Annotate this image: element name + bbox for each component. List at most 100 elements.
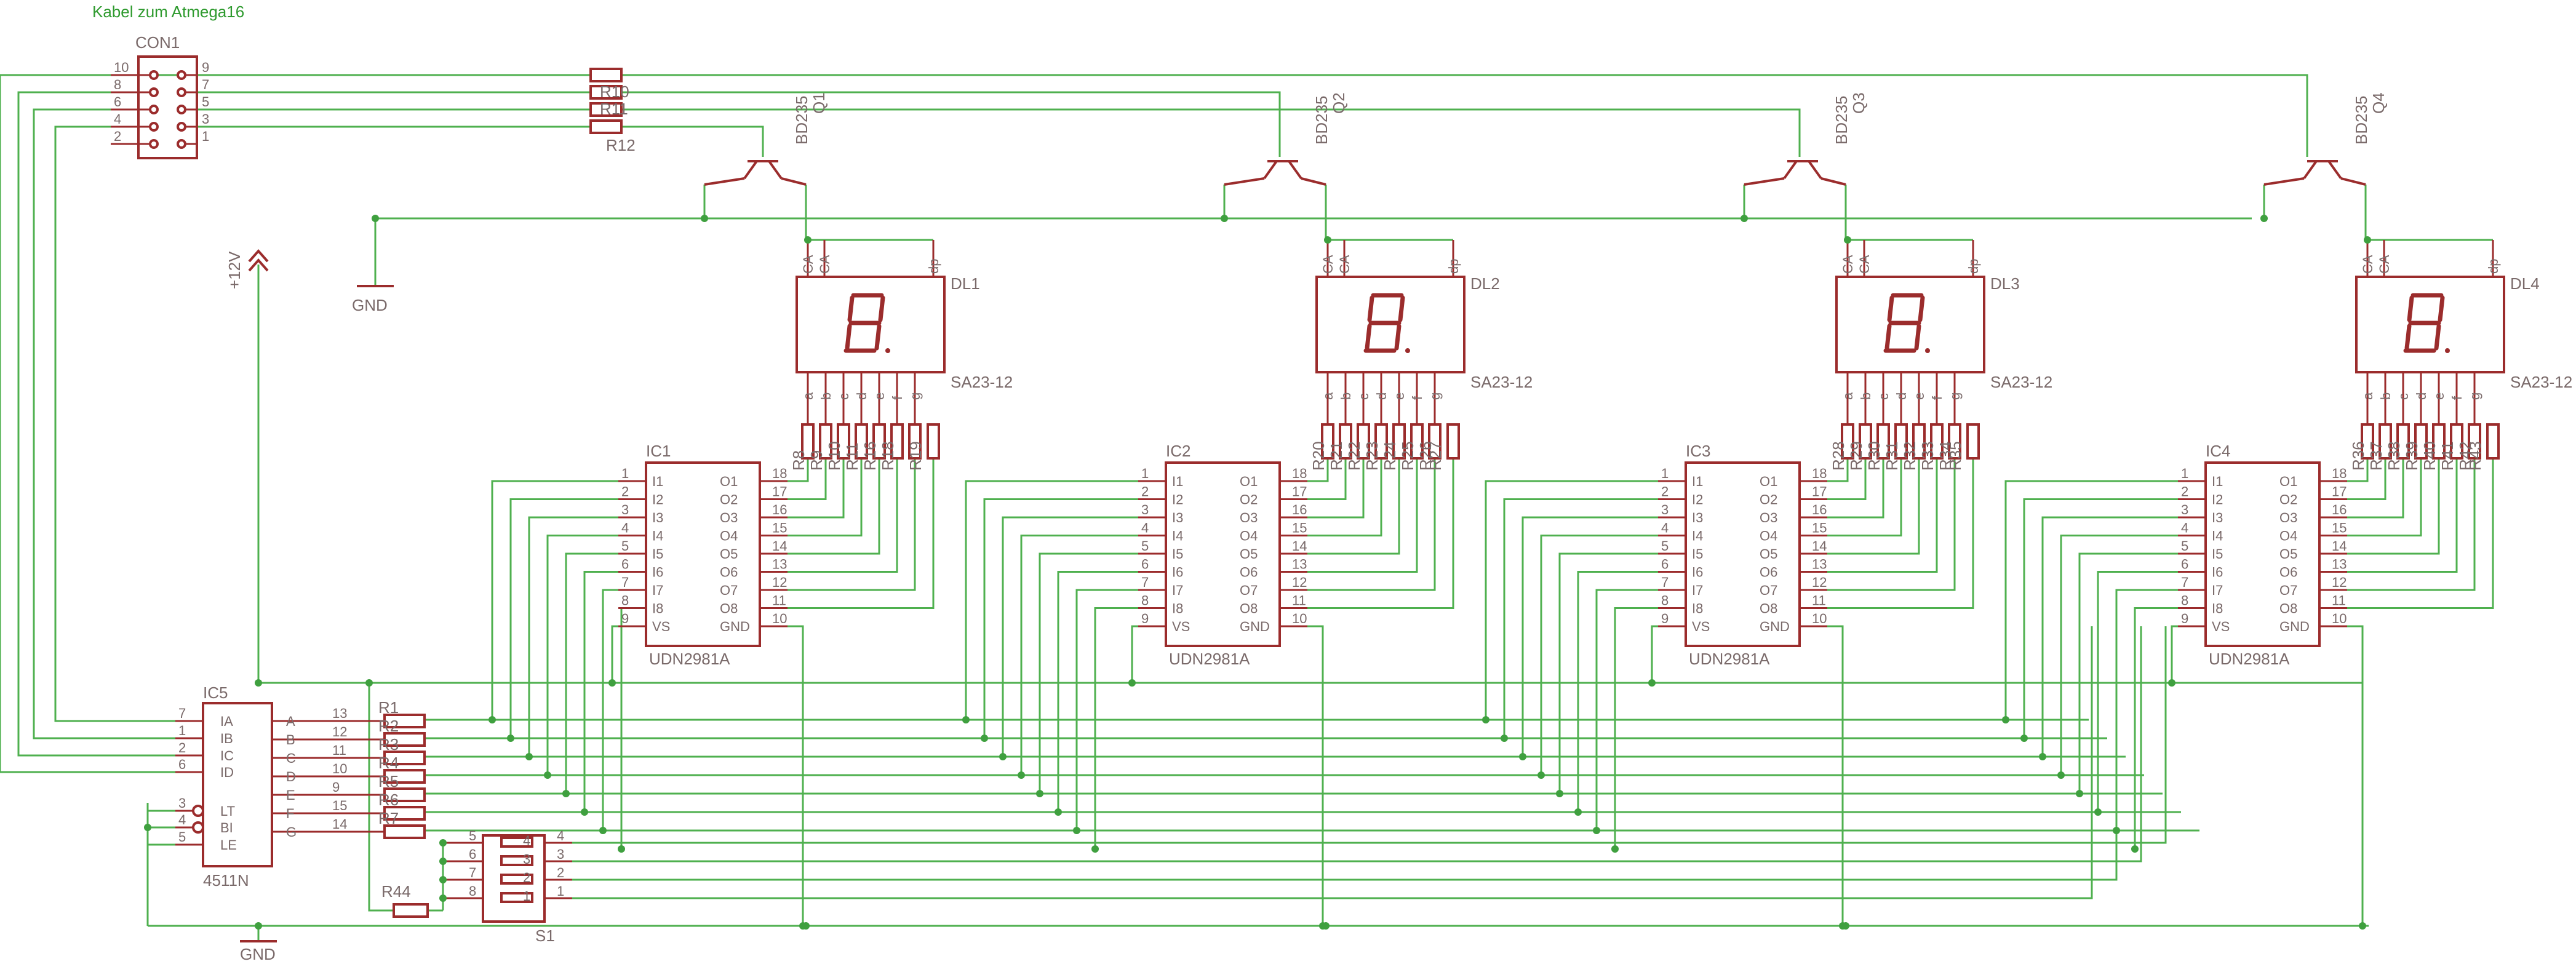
driver-out-name: O3: [720, 510, 738, 525]
driver-in-name: I4: [652, 528, 663, 544]
display-bottom-pin-name: e: [1912, 392, 1927, 400]
driver-out-name: O4: [1240, 528, 1258, 544]
junction-dot: [1055, 808, 1062, 816]
decoder-resistor-label: R6: [378, 791, 399, 809]
segment-resistor-label: R37: [2367, 441, 2385, 471]
wire: [2347, 458, 2458, 573]
driver-in-num: 7: [2181, 575, 2188, 590]
driver-in-num: 6: [1141, 557, 1149, 572]
driver-out-num: 18: [2332, 466, 2347, 481]
driver-in-num: 4: [1141, 520, 1149, 536]
decoder-out-num: 13: [332, 706, 347, 721]
segment-resistor-label: R22: [1345, 441, 1363, 471]
display-ref-label: DL2: [1470, 274, 1500, 293]
wire: [1827, 458, 1920, 555]
decoder-resistor-label: R2: [378, 717, 399, 735]
junction-dot: [962, 716, 970, 723]
driver-in-num: 3: [1661, 502, 1669, 517]
driver-out-num: 18: [772, 466, 787, 481]
driver-out-name: GND: [1760, 619, 1790, 634]
wire: [1827, 625, 1844, 926]
dp-resistor: [1446, 423, 1460, 460]
decoder-out-name: B: [286, 732, 295, 747]
wire: [509, 498, 618, 738]
segment-dp: [1925, 348, 1930, 353]
con1-pin-num-right: 3: [202, 111, 209, 127]
con1-pin-left: [149, 105, 159, 114]
driver-in-name: I5: [652, 546, 663, 562]
driver-in-name: I6: [652, 565, 663, 580]
switch-pin-right: 4: [557, 828, 564, 843]
segment-resistor-label: R40: [2420, 441, 2439, 471]
decoder-in-num: 5: [178, 829, 186, 845]
decoder-in-name: IB: [220, 731, 233, 746]
driver-out-num: 17: [772, 484, 787, 500]
wire: [2347, 458, 2422, 536]
display-part-label: SA23-12: [2510, 373, 2572, 391]
driver-in-name: I4: [2212, 528, 2223, 544]
switch-pin-right: 3: [557, 846, 564, 862]
wire: [1057, 571, 1138, 812]
junction-dot: [1501, 735, 1508, 742]
segment-resistor: [1392, 423, 1406, 460]
wire: [1827, 458, 1884, 519]
wire: [611, 625, 618, 683]
driver-out-num: 17: [1812, 484, 1827, 500]
driver-in-num: 8: [621, 593, 629, 608]
driver-in-num: 5: [1141, 538, 1149, 554]
switch-pin-left: 8: [469, 883, 476, 899]
segment-resistor-label: R35: [1946, 441, 1964, 471]
segment-resistor-label: R16: [861, 441, 879, 471]
segment-resistor: [908, 423, 922, 460]
wire: [788, 458, 898, 573]
driver-out-num: 16: [2332, 502, 2347, 517]
wire: [1307, 458, 1382, 536]
display-bottom-pin-name: d: [1374, 392, 1389, 400]
junction-dot: [1324, 236, 1331, 244]
display-top-pin-name: CA: [817, 255, 832, 274]
junction-dot: [1322, 922, 1330, 930]
driver-out-num: 11: [1812, 593, 1826, 608]
driver-in-num: 1: [621, 466, 629, 481]
dp-resistor: [2486, 423, 2500, 460]
junction-dot: [1537, 771, 1545, 779]
con1-pin-num-right: 7: [202, 77, 209, 92]
driver-out-name: O5: [2279, 546, 2297, 562]
wire: [1307, 458, 1329, 482]
wire: [2347, 458, 2440, 555]
driver-out-name: O7: [2279, 583, 2297, 598]
driver-out-name: O8: [2279, 601, 2297, 616]
driver-in-name: I3: [2212, 510, 2223, 525]
driver-out-num: 13: [1812, 557, 1827, 572]
driver-out-num: 12: [2332, 575, 2347, 590]
driver-in-num: 6: [2181, 557, 2188, 572]
segment-resistor-label: R9: [807, 450, 826, 471]
segment-b: [1918, 295, 1925, 322]
segment-b: [2438, 295, 2445, 322]
segment-resistor-label: R10: [825, 441, 843, 471]
switch-lever: [500, 892, 533, 903]
junction-dot: [525, 753, 533, 760]
driver-in-num: 3: [1141, 502, 1149, 517]
wire: [1651, 625, 1658, 683]
segment-resistor: [855, 423, 868, 460]
junction-dot: [2364, 236, 2371, 244]
segment-f: [847, 295, 855, 322]
transistor-leads: [2263, 177, 2366, 186]
driver-out-name: O1: [1760, 474, 1777, 489]
wire: [1614, 607, 1658, 849]
driver-in-num: 3: [621, 502, 629, 517]
power-12v: +12V: [225, 249, 269, 289]
driver-part-label: UDN2981A: [1689, 650, 1770, 668]
driver-in-name: I5: [1172, 546, 1183, 562]
driver-out-num: 16: [1292, 502, 1307, 517]
decoder-resistor: [383, 787, 426, 802]
driver-out-name: GND: [1240, 619, 1270, 634]
segment-resistor-label: R19: [906, 441, 925, 471]
con1-pin-right: [177, 105, 186, 114]
display-bottom-pin-name: b: [2378, 392, 2393, 400]
driver-ref-label: IC4: [2206, 442, 2230, 460]
driver-out-name: O2: [720, 492, 738, 508]
transistor-ref-label: Q4: [2369, 92, 2388, 114]
